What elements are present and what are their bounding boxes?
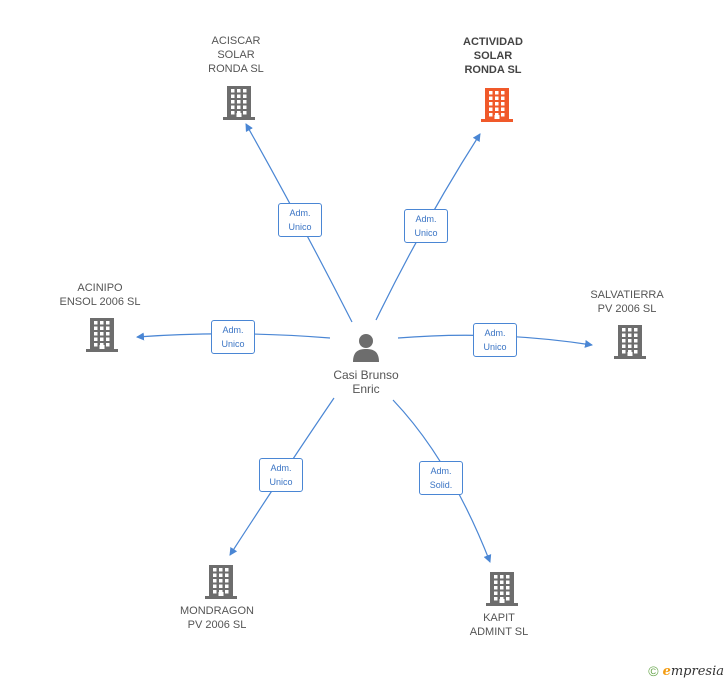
relation-label-mondragon[interactable]: Adm. Unico (259, 458, 303, 492)
person-icon (353, 334, 379, 362)
building-icon[interactable] (614, 323, 646, 364)
company-salvatierra-label[interactable]: SALVATIERRA PV 2006 SL (590, 289, 664, 315)
building-icon[interactable] (223, 84, 255, 125)
company-kapit-label[interactable]: KAPIT ADMINT SL (469, 612, 529, 638)
building-icon[interactable] (486, 570, 518, 611)
relation-label-acinipo[interactable]: Adm. Unico (211, 320, 255, 354)
building-icon[interactable] (481, 86, 513, 127)
company-aciscar-label[interactable]: ACISCAR SOLAR RONDA SL (208, 35, 264, 75)
relation-label-aciscar[interactable]: Adm. Unico (278, 203, 322, 237)
company-mondragon-label[interactable]: MONDRAGON PV 2006 SL (180, 605, 254, 631)
building-icon[interactable] (86, 316, 118, 357)
company-actividad-label[interactable]: ACTIVIDAD SOLAR RONDA SL (463, 36, 523, 76)
center-person-name[interactable]: Casi Brunso Enric (333, 368, 399, 396)
company-acinipo-label[interactable]: ACINIPO ENSOL 2006 SL (59, 282, 141, 308)
building-icon[interactable] (205, 563, 237, 604)
relation-label-actividad[interactable]: Adm. Unico (404, 209, 448, 243)
relation-label-salvatierra[interactable]: Adm. Unico (473, 323, 517, 357)
footer-brand: © empresia (648, 663, 724, 679)
copyright-icon: © (648, 663, 659, 679)
relation-label-kapit[interactable]: Adm. Solid. (419, 461, 463, 495)
brand-logo[interactable]: empresia (662, 664, 724, 679)
